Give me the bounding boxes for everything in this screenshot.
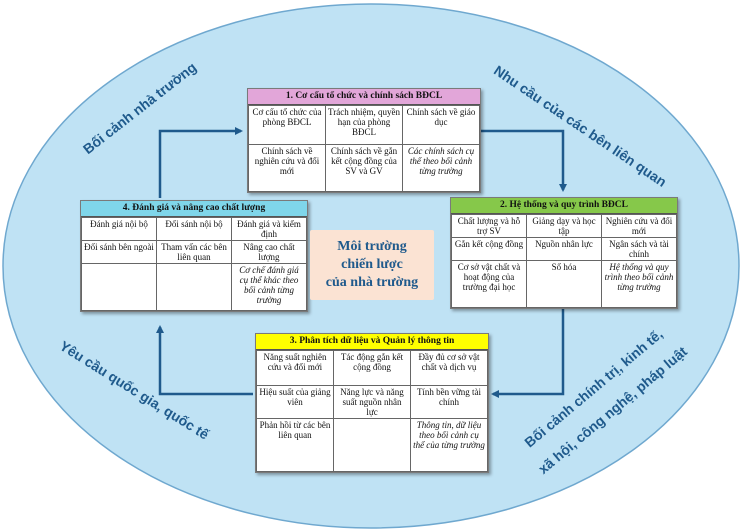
box-table: Cơ cấu tổ chức của phòng BĐCL Trách nhiệ… [248,105,480,192]
box-title: 2. Hệ thống và quy trình BĐCL [451,198,677,214]
box-quality-assessment: 4. Đánh giá và nâng cao chất lượng Đánh … [80,200,308,312]
box-systems-processes: 2. Hệ thống và quy trình BĐCL Chất lượng… [450,197,678,309]
table-cell: Cơ cấu tổ chức của phòng BĐCL [248,105,326,145]
table-row: Phản hồi từ các bên liên quan Thông tin,… [256,418,488,472]
table-cell: Nghiên cứu và đổi mới [601,214,677,238]
box-table: Năng suất nghiên cứu và đổi mới Tác động… [256,350,488,472]
arrow-3-to-4 [156,325,253,396]
center-label-line: chiến lược [341,257,403,272]
table-cell: Giảng dạy và học tập [526,214,602,238]
table-cell: Phản hồi từ các bên liên quan [256,418,334,472]
center-label-line: Môi trường [337,239,407,254]
table-cell: Thông tin, dữ liệu theo bối cảnh cụ thể … [410,418,488,472]
arrow-2-to-3 [491,306,565,398]
table-cell: Đánh giá và kiểm định [231,217,307,241]
arrow-1-to-2 [481,129,567,192]
table-row: Chất lượng và hỗ trợ SV Giảng dạy và học… [451,214,677,238]
table-cell: Đối sánh nội bộ [156,217,232,241]
table-cell: Ngân sách và tài chính [601,237,677,261]
table-row: Cơ cấu tổ chức của phòng BĐCL Trách nhiệ… [248,105,480,145]
table-cell: Chính sách về gắn kết cộng đồng của SV v… [325,144,403,192]
arrow-4-to-1 [158,127,243,198]
box-title: 1. Cơ cấu tổ chức và chính sách BĐCL [248,89,480,105]
table-row: Hiệu suất của giảng viên Năng lực và năn… [256,385,488,419]
table-cell: Chất lượng và hỗ trợ SV [451,214,527,238]
table-cell: Chính sách về nghiên cứu và đổi mới [248,144,326,192]
box-data-analysis: 3. Phân tích dữ liệu và Quản lý thông ti… [255,333,489,473]
table-row: Năng suất nghiên cứu và đổi mới Tác động… [256,350,488,386]
table-cell: Nguồn nhân lực [526,237,602,261]
table-cell: Tác động gắn kết cộng đồng [333,350,411,386]
table-cell: Cơ sở vật chất và hoạt động của trường đ… [451,260,527,308]
table-cell: Năng lực và năng suất nguồn nhân lực [333,385,411,419]
table-cell: Hệ thống và quy trình theo bối cảnh từng… [601,260,677,308]
box-organizational-structure: 1. Cơ cấu tổ chức và chính sách BĐCL Cơ … [247,88,481,193]
table-row: Đánh giá nội bộ Đối sánh nội bộ Đánh giá… [81,217,307,241]
table-cell: Chính sách về giáo dục [402,105,480,145]
table-cell: Đối sánh bên ngoài [81,240,157,264]
table-cell: Năng suất nghiên cứu và đổi mới [256,350,334,386]
table-cell: Đầy đủ cơ sở vật chất và dịch vụ [410,350,488,386]
table-cell: Cơ chế đánh giá cụ thể khác theo bối cản… [231,263,307,311]
table-cell: Hiệu suất của giảng viên [256,385,334,419]
table-cell: Tham vấn các bên liên quan [156,240,232,264]
box-table: Chất lượng và hỗ trợ SV Giảng dạy và học… [451,214,677,308]
table-cell: Nâng cao chất lượng [231,240,307,264]
table-cell: Trách nhiệm, quyền hạn của phòng BĐCL [325,105,403,145]
table-row: Cơ sở vật chất và hoạt động của trường đ… [451,260,677,308]
table-row: Cơ chế đánh giá cụ thể khác theo bối cản… [81,263,307,311]
table-cell [333,418,411,472]
table-cell: Đánh giá nội bộ [81,217,157,241]
table-cell: Tính bền vững tài chính [410,385,488,419]
box-title: 3. Phân tích dữ liệu và Quản lý thông ti… [256,334,488,350]
table-cell: Số hóa [526,260,602,308]
table-row: Gắn kết cộng đồng Nguồn nhân lực Ngân sá… [451,237,677,261]
table-cell [156,263,232,311]
table-cell [81,263,157,311]
table-row: Chính sách về nghiên cứu và đổi mới Chín… [248,144,480,192]
table-cell: Gắn kết cộng đồng [451,237,527,261]
center-label-line: của nhà trường [325,275,419,290]
table-cell: Các chính sách cụ thể theo bối cảnh từng… [402,144,480,192]
center-label: Môi trường chiến lược của nhà trường [310,230,434,300]
box-title: 4. Đánh giá và nâng cao chất lượng [81,201,307,217]
table-row: Đối sánh bên ngoài Tham vấn các bên liên… [81,240,307,264]
box-table: Đánh giá nội bộ Đối sánh nội bộ Đánh giá… [81,217,307,311]
